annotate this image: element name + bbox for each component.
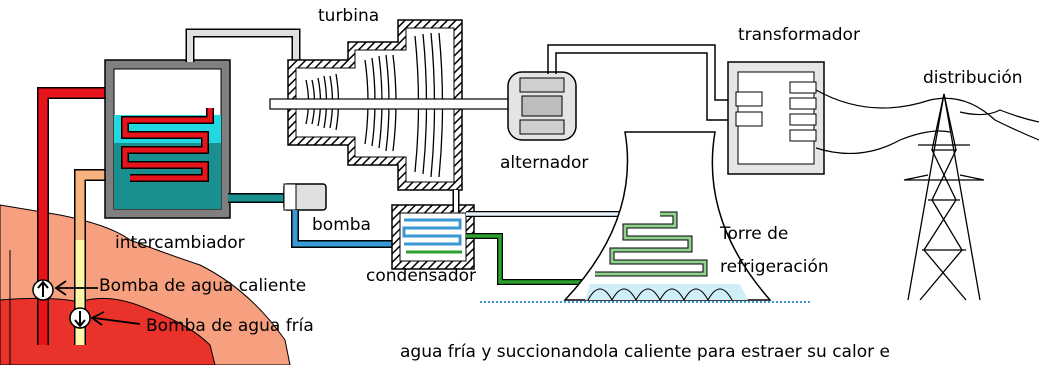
- steam-pipe: [185, 28, 301, 62]
- transformer-icon: [727, 61, 825, 175]
- feed-pump-icon: [228, 183, 400, 248]
- pump-arrows: [54, 280, 141, 326]
- turbine-icon: [269, 19, 517, 191]
- label-bomba-caliente: Bomba de agua caliente: [99, 276, 307, 296]
- label-condensador: condensador: [366, 266, 477, 286]
- cooling-tower-icon: [480, 131, 810, 303]
- alternator-wires: [547, 44, 740, 121]
- label-bomba: bomba: [312, 215, 371, 235]
- label-turbina: turbina: [318, 6, 380, 26]
- caption-text: agua fría y succionandola caliente para …: [400, 342, 890, 362]
- label-alternador: alternador: [500, 153, 589, 173]
- heat-exchanger: [104, 59, 231, 219]
- label-distribucion: distribución: [923, 68, 1023, 88]
- label-torre-line1: Torre de: [720, 224, 789, 244]
- label-intercambiador: intercambiador: [115, 233, 245, 253]
- pump-hot-icon: [32, 279, 54, 301]
- label-transformador: transformador: [738, 25, 860, 45]
- distribution-wires: [815, 89, 1039, 155]
- condenser-icon: [391, 190, 475, 270]
- label-bomba-fria: Bomba de agua fría: [146, 316, 314, 336]
- power-tower-icon: [903, 93, 985, 301]
- pump-cold-icon: [69, 307, 91, 329]
- label-torre-line2: refrigeración: [720, 257, 829, 277]
- alternator-icon: [507, 71, 577, 141]
